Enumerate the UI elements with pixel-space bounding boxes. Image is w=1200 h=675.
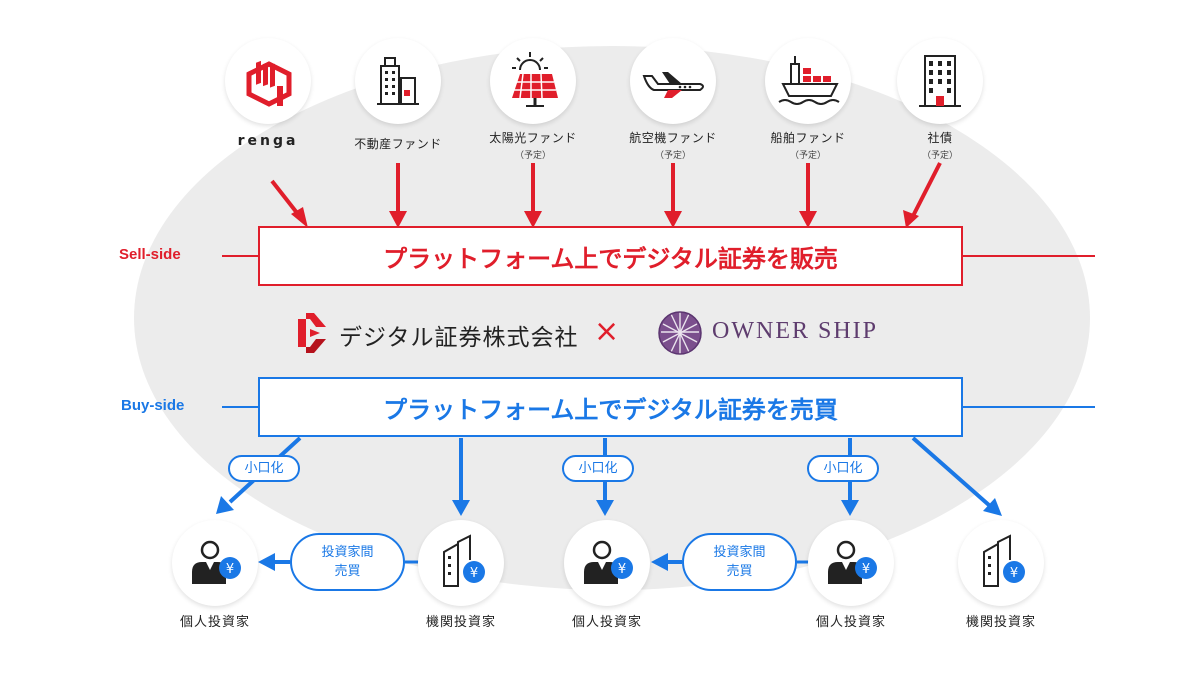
investor-label: 個人投資家 <box>571 615 642 630</box>
buy-platform-box: プラットフォーム上でデジタル証券を売買 <box>258 377 963 437</box>
svg-text:¥: ¥ <box>862 562 870 577</box>
trade-line2: 売買 <box>726 564 753 579</box>
renga-logo-icon <box>225 38 311 124</box>
source-label-solar: 太陽光ファンド <box>489 131 577 145</box>
digital-securities-logo-icon <box>298 313 326 353</box>
office-building-icon <box>897 38 983 124</box>
ownership-wordmark: OWNER SHIP <box>712 318 879 344</box>
institutional-investor-icon: ¥ <box>418 520 504 606</box>
source-label-renga: renga <box>237 133 299 149</box>
individual-investor-icon: ¥ <box>564 520 650 606</box>
building-icon <box>355 38 441 124</box>
institutional-investor-icon: ¥ <box>958 520 1044 606</box>
ship-icon <box>765 38 851 124</box>
individual-investor-icon: ¥ <box>808 520 894 606</box>
source-sub-bond: （予定） <box>921 151 958 161</box>
source-label-real-estate: 不動産ファンド <box>354 137 442 151</box>
sell-arrows <box>270 162 942 228</box>
company-name: デジタル証券株式会社 <box>339 325 579 351</box>
individual-investor-icon: ¥ <box>172 520 258 606</box>
fractionalization-pill: 小口化 <box>562 455 634 482</box>
fractionalization-pill: 小口化 <box>807 455 879 482</box>
buy-side-label: Buy-side <box>121 397 185 414</box>
sell-platform-box: プラットフォーム上でデジタル証券を販売 <box>258 226 963 286</box>
source-label-bond: 社債 <box>927 131 953 145</box>
solar-panel-icon <box>490 38 576 124</box>
secondary-trade-pill: 投資家間 売買 <box>290 533 405 591</box>
source-sub-ship: （予定） <box>789 151 826 161</box>
source-sub-aircraft: （予定） <box>654 151 691 161</box>
svg-text:¥: ¥ <box>1010 566 1018 581</box>
cross-mark: × <box>594 314 620 349</box>
ownership-logo-icon <box>658 311 702 355</box>
sell-side-label: Sell-side <box>119 246 181 263</box>
svg-text:¥: ¥ <box>226 562 234 577</box>
investor-label: 機関投資家 <box>425 615 496 630</box>
svg-text:¥: ¥ <box>618 562 626 577</box>
source-sub-solar: （予定） <box>514 151 551 161</box>
investor-label: 個人投資家 <box>815 615 886 630</box>
trade-line2: 売買 <box>334 564 361 579</box>
svg-text:¥: ¥ <box>470 566 478 581</box>
source-label-ship: 船舶ファンド <box>770 131 846 145</box>
fractionalization-pill: 小口化 <box>228 455 300 482</box>
investor-label: 機関投資家 <box>965 615 1036 630</box>
source-label-aircraft: 航空機ファンド <box>629 131 717 145</box>
investor-label: 個人投資家 <box>179 615 250 630</box>
trade-line1: 投資家間 <box>321 545 374 560</box>
sell-platform-text: プラットフォーム上でデジタル証券を販売 <box>383 244 838 273</box>
secondary-trade-pill: 投資家間 売買 <box>682 533 797 591</box>
trade-line1: 投資家間 <box>713 545 766 560</box>
buy-platform-text: プラットフォーム上でデジタル証券を売買 <box>383 395 838 424</box>
airplane-icon <box>630 38 716 124</box>
